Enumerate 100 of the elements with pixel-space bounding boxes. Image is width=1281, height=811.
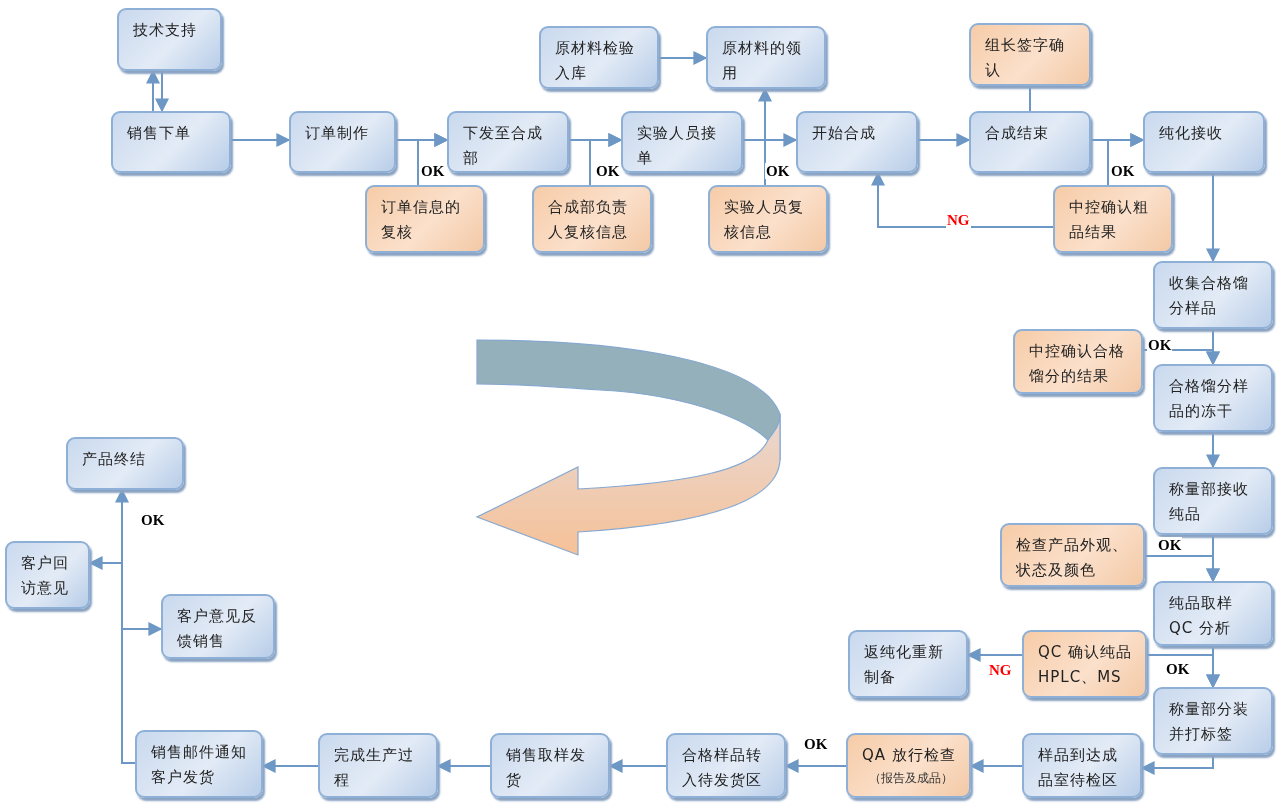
node-text: 中控确认粗品结果 <box>1069 197 1150 243</box>
check-box <box>846 733 971 798</box>
node-text: 销售邮件通知客户发货 <box>151 742 248 788</box>
node-text: 合格样品转入待发货区 <box>682 745 763 791</box>
node-text: 订单信息的复核 <box>381 197 462 243</box>
edge-label: NG <box>988 662 1013 678</box>
arrow <box>966 648 1023 662</box>
arrow <box>1144 555 1220 583</box>
node-text: 原材料检验入库 <box>555 38 636 84</box>
node-text: 客户意见反馈销售 <box>177 606 258 652</box>
node-text: 合成部负责人复核信息 <box>548 197 629 243</box>
process-box <box>1153 687 1273 755</box>
node-text: 下发至合成部 <box>463 123 544 169</box>
node-text: 收集合格馏分样品 <box>1169 273 1250 319</box>
arrow <box>784 759 847 773</box>
arrow <box>146 69 160 112</box>
node-text: 开始合成 <box>812 123 877 144</box>
arrow <box>230 133 291 147</box>
edge-label: OK <box>803 736 829 752</box>
arrow <box>1107 133 1145 186</box>
node-text: 合格馏分样品的冻干 <box>1169 376 1250 422</box>
process-box <box>1153 581 1273 646</box>
check-box <box>1053 185 1173 253</box>
process-box <box>1022 733 1142 798</box>
node-text: 纯化接收 <box>1159 123 1224 144</box>
arrow <box>742 133 798 147</box>
node-text: 称量部分装并打标签 <box>1169 699 1250 745</box>
node-text: 样品到达成品室待检区 <box>1038 745 1119 791</box>
process-box <box>796 111 918 173</box>
node-text: 客户回访意见 <box>21 553 70 599</box>
edge-label: OK <box>1147 337 1173 353</box>
process-box <box>66 437 184 490</box>
process-box <box>969 111 1091 173</box>
node-text: 返纯化重新制备 <box>864 642 945 688</box>
node-text: 实验人员接单 <box>637 123 718 169</box>
edge-label: OK <box>140 512 166 528</box>
process-box <box>135 730 263 798</box>
node-text: 产品终结 <box>82 449 147 470</box>
arrow <box>589 133 623 186</box>
arrow <box>417 133 449 186</box>
arrow <box>1140 754 1214 775</box>
arrow <box>1146 654 1220 689</box>
arrow <box>121 622 163 764</box>
process-box <box>539 26 659 89</box>
arrow <box>871 171 1054 228</box>
check-box <box>1022 630 1147 698</box>
process-box <box>621 111 743 173</box>
process-box <box>289 111 396 173</box>
node-text: 技术支持 <box>133 20 198 41</box>
arrow <box>917 133 971 147</box>
node-text: 销售取样发货 <box>506 745 587 791</box>
node-text: 完成生产过程 <box>334 745 415 791</box>
process-box <box>1153 467 1273 535</box>
edge-label: OK <box>420 163 446 179</box>
node-text: QC 确认纯品 HPLC、MS <box>1038 642 1134 688</box>
process-box <box>111 111 231 173</box>
arrow <box>1206 172 1220 263</box>
edge-label: OK <box>1110 163 1136 179</box>
node-text: 原材料的领用 <box>722 38 803 84</box>
process-box <box>447 111 569 173</box>
arrow <box>436 759 491 773</box>
process-box <box>318 733 438 798</box>
node-subtext: （报告及成品） <box>867 770 954 787</box>
node-text: 纯品取样 QC 分析 <box>1169 593 1234 639</box>
node-text: 合成结束 <box>985 123 1050 144</box>
process-box <box>666 733 786 798</box>
process-box <box>117 8 222 71</box>
node-text: 组长签字确认 <box>985 35 1066 81</box>
process-box <box>1153 364 1273 432</box>
edge-label: OK <box>765 163 791 179</box>
arrow <box>1206 431 1220 469</box>
node-text: QA 放行检查 <box>862 745 957 766</box>
check-box <box>969 23 1091 86</box>
node-text: 销售下单 <box>127 123 192 144</box>
arrow <box>758 87 772 186</box>
node-text: 实验人员复核信息 <box>724 197 805 243</box>
check-box <box>708 185 828 253</box>
node-text: 中控确认合格馏分的结果 <box>1029 341 1126 387</box>
check-box <box>532 185 652 253</box>
edge-label: OK <box>1157 537 1183 553</box>
arrow <box>155 70 169 113</box>
process-box <box>1143 111 1265 173</box>
process-box <box>490 733 610 798</box>
arrow <box>969 759 1023 773</box>
arrow <box>658 51 708 65</box>
process-box <box>5 541 90 609</box>
edge-label: OK <box>1165 661 1191 677</box>
process-box <box>1153 261 1273 329</box>
node-text: 称量部接收纯品 <box>1169 479 1250 525</box>
process-box <box>161 594 275 659</box>
node-text: 检查产品外观、状态及颜色 <box>1016 535 1129 581</box>
node-text: 订单制作 <box>305 123 370 144</box>
edge-label: NG <box>946 212 971 228</box>
edge-label: OK <box>595 163 621 179</box>
process-box <box>848 630 968 698</box>
arrow <box>261 759 319 773</box>
process-box <box>706 26 826 89</box>
check-box <box>1013 329 1143 394</box>
check-box <box>365 185 485 253</box>
arrow <box>608 759 667 773</box>
